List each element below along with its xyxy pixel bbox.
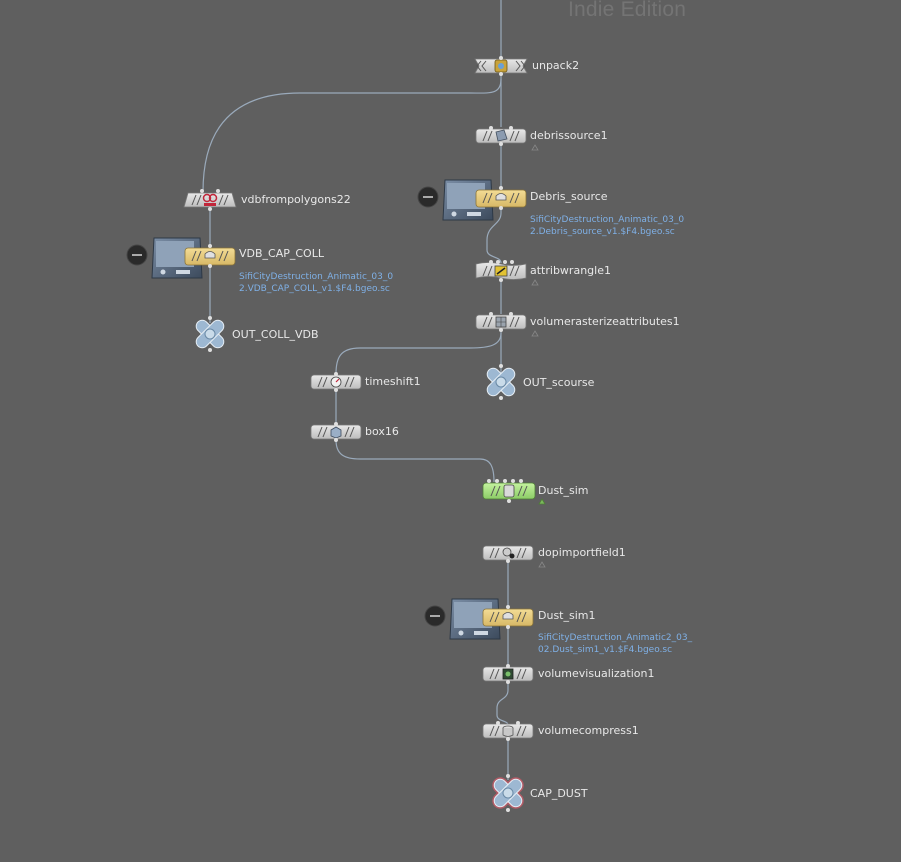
- label-box16[interactable]: box16: [365, 425, 399, 438]
- bypass-toggle-vdb-cap-coll[interactable]: [126, 244, 148, 266]
- bypass-toggle-dust-sim1[interactable]: [424, 605, 446, 627]
- node-vdbfrompolygons22[interactable]: [183, 189, 237, 211]
- null-x-icon[interactable]: [484, 364, 518, 400]
- label-volumerasterizeattributes1[interactable]: volumerasterizeattributes1: [530, 315, 680, 328]
- null-x-icon[interactable]: [489, 774, 527, 812]
- volume-visualization-icon: [502, 668, 514, 680]
- node-timeshift1[interactable]: [310, 372, 362, 392]
- label-dust-sim1[interactable]: Dust_sim1: [538, 609, 596, 622]
- label-timeshift1[interactable]: timeshift1: [365, 375, 421, 388]
- node-attribwrangle1[interactable]: [475, 260, 539, 286]
- timeshift-icon: [330, 376, 342, 388]
- dop-import-icon: [502, 547, 515, 559]
- indie-edition-watermark: Indie Edition: [568, 0, 687, 21]
- node-volumevisualization1[interactable]: [482, 664, 534, 684]
- label-dopimportfield1[interactable]: dopimportfield1: [538, 546, 626, 559]
- file-path-vdb-cap-coll-line2: 2.VDB_CAP_COLL_v1.$F4.bgeo.sc: [239, 284, 390, 294]
- label-volumecompress1[interactable]: volumecompress1: [538, 724, 639, 737]
- node-volumecompress1[interactable]: [482, 721, 534, 741]
- node-vdb-cap-coll[interactable]: [184, 244, 236, 268]
- file-path-debris-source-line1: SifiCityDestruction_Animatic_03_0: [530, 215, 685, 225]
- node-box16[interactable]: [310, 422, 362, 442]
- null-x-icon[interactable]: [193, 316, 227, 352]
- node-debrissource1[interactable]: [475, 126, 539, 151]
- vdb-icon: [202, 193, 218, 206]
- node-unpack2[interactable]: [474, 56, 528, 76]
- node-dust-sim1[interactable]: [482, 605, 534, 629]
- node-dust-sim[interactable]: [482, 479, 546, 505]
- label-vdb-cap-coll[interactable]: VDB_CAP_COLL: [239, 247, 324, 260]
- box-icon: [330, 426, 342, 439]
- debris-source-icon: [495, 129, 508, 142]
- label-debris-source[interactable]: Debris_source: [530, 190, 608, 203]
- file-path-dust-sim1-line1: SifiCityDestruction_Animatic2_03_: [538, 633, 693, 643]
- node-volumerasterizeattributes1[interactable]: [475, 312, 539, 337]
- volume-compress-icon: [502, 725, 514, 737]
- label-unpack2[interactable]: unpack2: [532, 59, 580, 72]
- wires: [202, 0, 509, 780]
- dop-network-icon: [503, 484, 515, 498]
- label-vdbfrompolygons22[interactable]: vdbfrompolygons22: [241, 193, 351, 206]
- label-cap-dust[interactable]: CAP_DUST: [530, 787, 588, 800]
- wrangle-icon: [494, 265, 508, 277]
- volume-rasterize-icon: [495, 316, 507, 328]
- bypass-toggle-debris-source[interactable]: [417, 186, 439, 208]
- unpack-icon: [494, 59, 508, 73]
- file-path-dust-sim1-line2: 02.Dust_sim1_v1.$F4.bgeo.sc: [538, 645, 673, 655]
- label-volumevisualization1[interactable]: volumevisualization1: [538, 667, 655, 680]
- label-out-scourse[interactable]: OUT_scourse: [523, 376, 595, 389]
- node-debris-source[interactable]: [475, 186, 527, 210]
- label-attribwrangle1[interactable]: attribwrangle1: [530, 264, 611, 277]
- label-debrissource1[interactable]: debrissource1: [530, 129, 608, 142]
- file-path-vdb-cap-coll-line1: SifiCityDestruction_Animatic_03_0: [239, 272, 394, 282]
- label-out-coll-vdb[interactable]: OUT_COLL_VDB: [232, 328, 319, 341]
- label-dust-sim[interactable]: Dust_sim: [538, 484, 589, 497]
- file-path-debris-source-line2: 2.Debris_source_v1.$F4.bgeo.sc: [530, 227, 675, 237]
- node-dopimportfield1[interactable]: [482, 545, 546, 568]
